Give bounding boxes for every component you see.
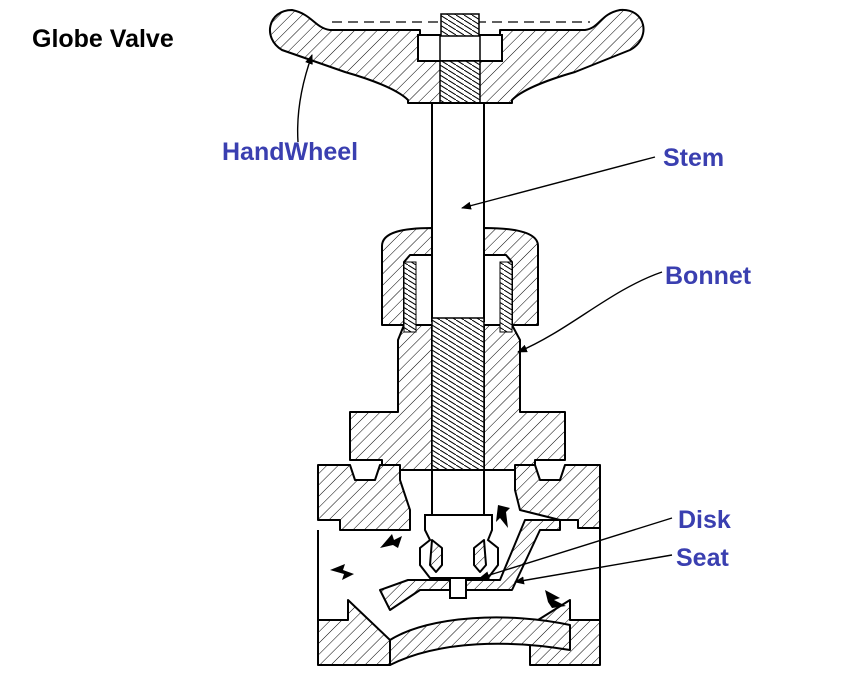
label-bonnet: Bonnet: [665, 262, 752, 290]
leader-lines: [296, 54, 673, 585]
label-stem: Stem: [663, 144, 724, 172]
flow-arrows: [330, 505, 566, 608]
flow-arrow-icon: [330, 564, 354, 580]
valve-body: [317, 464, 601, 666]
disk: [419, 469, 499, 599]
flow-arrow-icon: [545, 590, 566, 608]
flow-arrow-icon: [380, 534, 402, 548]
label-disk: Disk: [678, 506, 731, 534]
stem-top-thread: [439, 60, 481, 104]
bonnet: [349, 227, 566, 471]
stem: [431, 102, 485, 322]
diagram-title: Globe Valve: [32, 25, 174, 53]
flow-arrow-icon: [496, 505, 510, 528]
label-seat: Seat: [676, 544, 729, 572]
hex-nut: [417, 13, 503, 62]
label-handwheel: HandWheel: [222, 138, 358, 166]
